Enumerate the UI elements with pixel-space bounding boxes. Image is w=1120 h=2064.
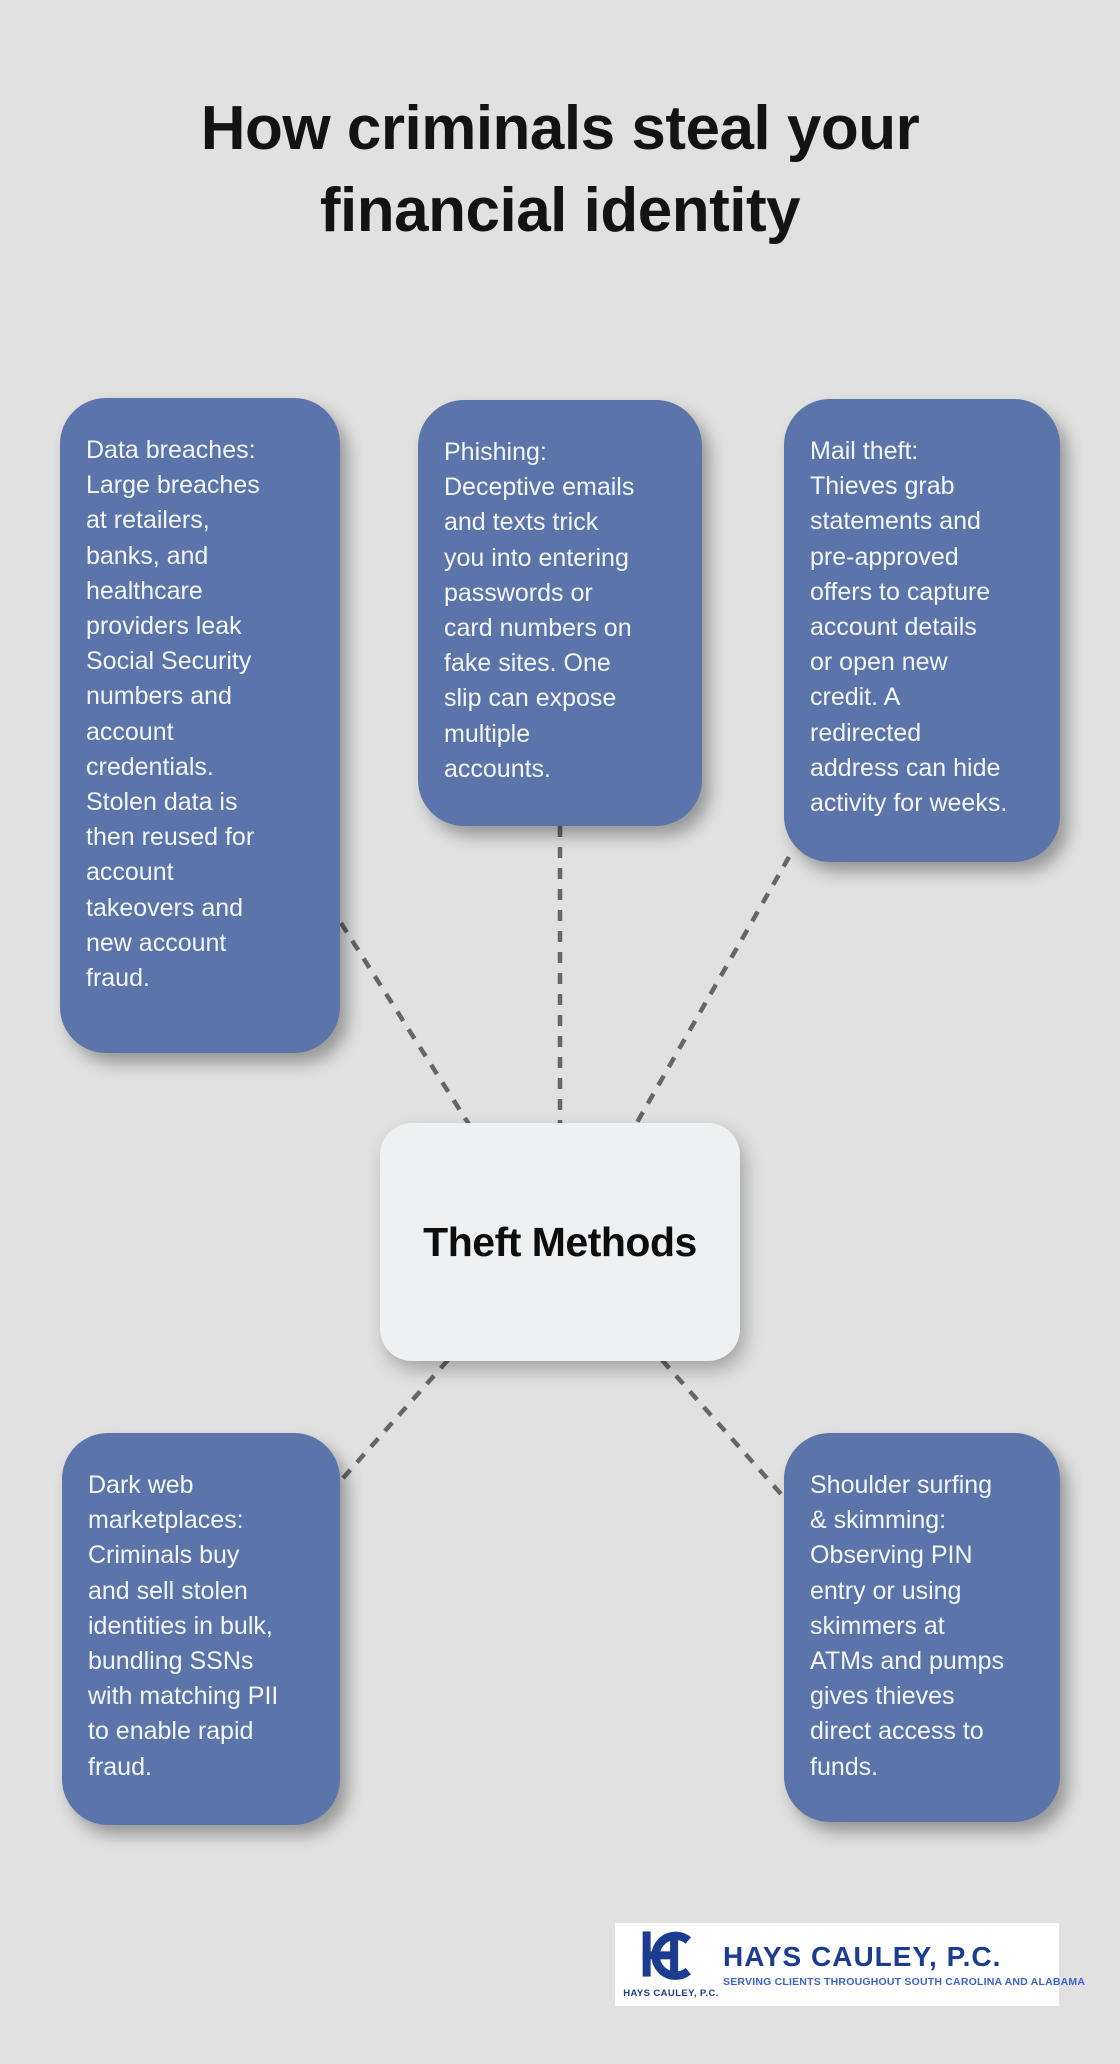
center-node-label: Theft Methods: [423, 1218, 697, 1265]
logo-panel: HAYS CAULEY, P.C. HAYS CAULEY, P.C. SERV…: [615, 1923, 1085, 2006]
hc-monogram-icon: [642, 1931, 691, 1980]
method-box-phishing: Phishing: Deceptive emails and texts tri…: [418, 400, 702, 826]
logo-tagline: SERVING CLIENTS THROUGHOUT SOUTH CAROLIN…: [723, 1976, 1086, 1988]
connector-dark-web: [334, 1358, 450, 1488]
logo-text-column: HAYS CAULEY, P.C. SERVING CLIENTS THROUG…: [723, 1941, 1085, 1988]
connector-shoulder-surfing: [660, 1358, 783, 1496]
page-title: How criminals steal your financial ident…: [200, 94, 920, 245]
method-box-mail-theft: Mail theft: Thieves grab statements and …: [784, 399, 1060, 862]
logo-monogram-caption: HAYS CAULEY, P.C.: [623, 1988, 719, 1999]
center-node-theft-methods: Theft Methods: [380, 1123, 740, 1361]
logo-monogram-column: HAYS CAULEY, P.C.: [623, 1930, 718, 1999]
method-box-dark-web: Dark web marketplaces: Criminals buy and…: [62, 1433, 340, 1825]
method-box-data-breaches: Data breaches: Large breaches at retaile…: [60, 398, 340, 1053]
method-box-shoulder-surfing: Shoulder surfing & skimming: Observing P…: [784, 1433, 1060, 1822]
connector-mail-theft: [633, 855, 791, 1128]
connector-data-breaches: [339, 921, 472, 1128]
logo-name: HAYS CAULEY, P.C.: [723, 1941, 1002, 1972]
